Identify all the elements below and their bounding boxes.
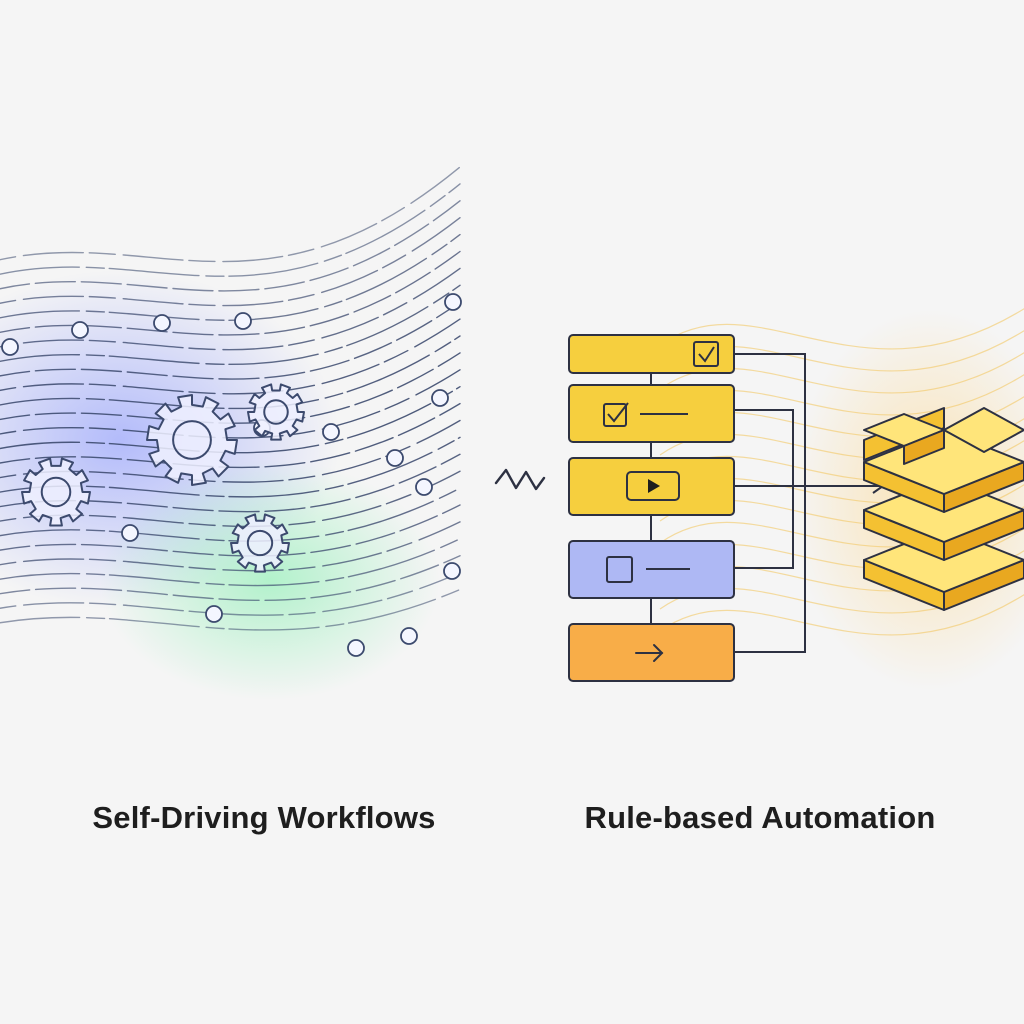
node-circle <box>444 293 462 311</box>
checklist-icon <box>603 402 688 427</box>
node-circle <box>400 627 418 645</box>
node-circle <box>1 338 19 356</box>
flow-line <box>0 267 461 351</box>
gears <box>21 383 305 573</box>
rule-step-3 <box>568 457 735 516</box>
flow-line <box>0 504 461 557</box>
node-circle <box>347 639 365 657</box>
rule-based-panel <box>568 307 1024 690</box>
flow-line <box>0 233 461 321</box>
connector-step1 <box>734 353 806 653</box>
connector-step2 <box>734 409 794 569</box>
gear-icon <box>230 513 290 573</box>
flow-line <box>0 588 461 631</box>
rule-step-2 <box>568 384 735 443</box>
arrow-right-icon <box>635 644 664 662</box>
node-circle <box>322 423 340 441</box>
flow-line <box>0 318 461 395</box>
flow-line <box>0 538 461 587</box>
flow-line <box>0 487 461 542</box>
flow-line <box>0 301 461 380</box>
flow-line <box>0 555 461 602</box>
flow-line <box>0 284 461 366</box>
rule-step-1 <box>568 334 735 374</box>
node-circle <box>71 321 89 339</box>
gear-icon <box>21 457 91 527</box>
node-circle <box>443 562 461 580</box>
node-circle <box>234 312 252 330</box>
self-driving-workflows-title: Self-Driving Workflows <box>92 800 436 835</box>
self-driving-panel <box>0 166 462 700</box>
checkbox-icon <box>693 341 719 367</box>
node-circle <box>415 478 433 496</box>
flow-line <box>0 183 461 277</box>
flow-line <box>0 166 461 263</box>
gear-icon <box>146 394 238 486</box>
node-circle <box>153 314 171 332</box>
flow-line <box>0 521 461 572</box>
flow-line <box>0 200 461 292</box>
flow-line <box>0 250 461 336</box>
play-icon <box>626 471 680 501</box>
rule-step-5 <box>568 623 735 682</box>
node-circle <box>386 449 404 467</box>
layered-stack-icon <box>863 407 1024 611</box>
node-circle <box>431 389 449 407</box>
gear-icon <box>247 383 305 441</box>
square-icon <box>606 556 690 583</box>
rule-step-4 <box>568 540 735 599</box>
flow-line <box>0 217 461 307</box>
rule-based-automation-title: Rule-based Automation <box>584 800 936 835</box>
orange-flow-line <box>659 307 1024 350</box>
wave-icon <box>494 468 546 491</box>
orange-flow-line <box>659 593 1024 636</box>
node-circle <box>205 605 223 623</box>
node-circle <box>121 524 139 542</box>
